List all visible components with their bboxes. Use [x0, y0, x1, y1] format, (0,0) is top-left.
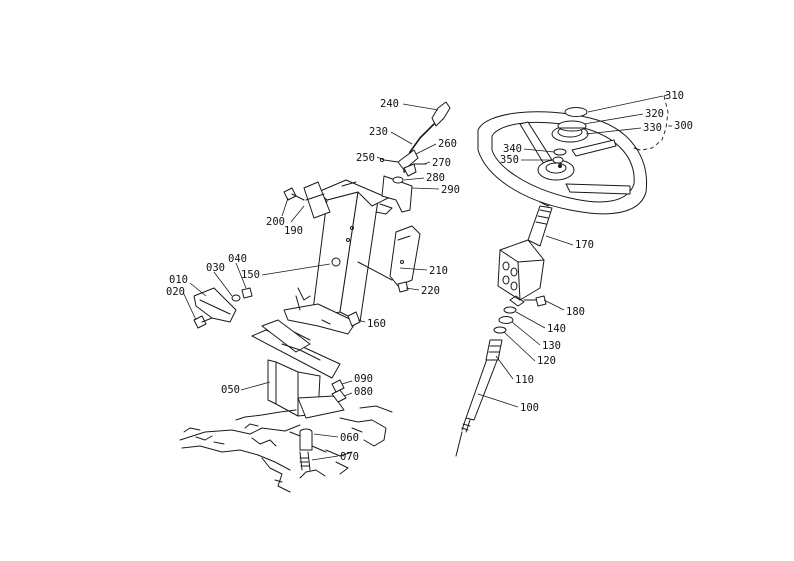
nut-090 — [331, 379, 345, 393]
bolt-020 — [193, 315, 213, 329]
callout-020: 020 — [166, 286, 185, 298]
shift-lever-230 — [397, 123, 435, 177]
callout-330: 330 — [643, 122, 662, 134]
steering-column-170 — [497, 197, 555, 307]
callout-270: 270 — [432, 157, 451, 169]
callout-210: 210 — [429, 265, 448, 277]
bolt-070 — [299, 451, 311, 471]
callout-060: 060 — [340, 432, 359, 444]
callout-010: 010 — [169, 274, 188, 286]
bracket-290 — [381, 175, 413, 213]
lever-knob-240 — [431, 101, 451, 127]
callout-080: 080 — [354, 386, 373, 398]
callout-120: 120 — [537, 355, 556, 367]
transmission-housing-outline — [179, 405, 393, 493]
bracket-010 — [193, 287, 237, 323]
nut-040 — [241, 287, 253, 299]
steering-post-150 — [283, 179, 393, 335]
bracket-190 — [303, 181, 331, 219]
coupler-110 — [485, 339, 503, 361]
washer-120 — [493, 326, 507, 334]
bolt-160 — [347, 311, 361, 327]
callout-340: 340 — [503, 143, 522, 155]
bolt-200 — [283, 187, 305, 201]
callout-130: 130 — [542, 340, 561, 352]
bolt-220 — [397, 281, 409, 293]
callout-110: 110 — [515, 374, 534, 386]
callout-200: 200 — [266, 216, 285, 228]
callout-280: 280 — [426, 172, 445, 184]
callout-150: 150 — [241, 269, 260, 281]
callout-040: 040 — [228, 253, 247, 265]
leader-lines — [182, 95, 672, 461]
assembly-bracket-300 — [641, 93, 671, 151]
callout-240: 240 — [380, 98, 399, 110]
callout-320: 320 — [645, 108, 664, 120]
bushing-140 — [503, 306, 517, 314]
callout-070: 070 — [340, 451, 359, 463]
washer-280 — [392, 176, 404, 184]
steering-shaft-100 — [455, 355, 499, 457]
callout-030: 030 — [206, 262, 225, 274]
callout-190: 190 — [284, 225, 303, 237]
callout-050: 050 — [221, 384, 240, 396]
callout-300: 300 — [674, 120, 693, 132]
bolt-180 — [523, 295, 547, 307]
callout-260: 260 — [438, 138, 457, 150]
callout-140: 140 — [547, 323, 566, 335]
pin-250 — [379, 157, 399, 163]
callout-labels: 240 230 260 250 270 280 290 150 210 220 … — [166, 90, 693, 463]
ring-320 — [557, 120, 587, 132]
callout-250: 250 — [356, 152, 375, 164]
callout-100: 100 — [520, 402, 539, 414]
bracket-210 — [389, 225, 421, 287]
callout-090: 090 — [354, 373, 373, 385]
bolt-060 — [299, 428, 313, 451]
callout-350: 350 — [500, 154, 519, 166]
callout-310: 310 — [665, 90, 684, 102]
steering-wheel-300 — [477, 111, 648, 215]
callout-220: 220 — [421, 285, 440, 297]
callout-180: 180 — [566, 306, 585, 318]
washer-340 — [553, 148, 567, 156]
callout-160: 160 — [367, 318, 386, 330]
callout-230: 230 — [369, 126, 388, 138]
callout-170: 170 — [575, 239, 594, 251]
support-050 — [251, 319, 345, 419]
washer-030 — [231, 294, 241, 302]
cap-310 — [564, 107, 588, 117]
nut-350 — [552, 156, 564, 164]
ring-130 — [498, 316, 514, 324]
callout-290: 290 — [441, 184, 460, 196]
washer-080 — [331, 389, 347, 403]
